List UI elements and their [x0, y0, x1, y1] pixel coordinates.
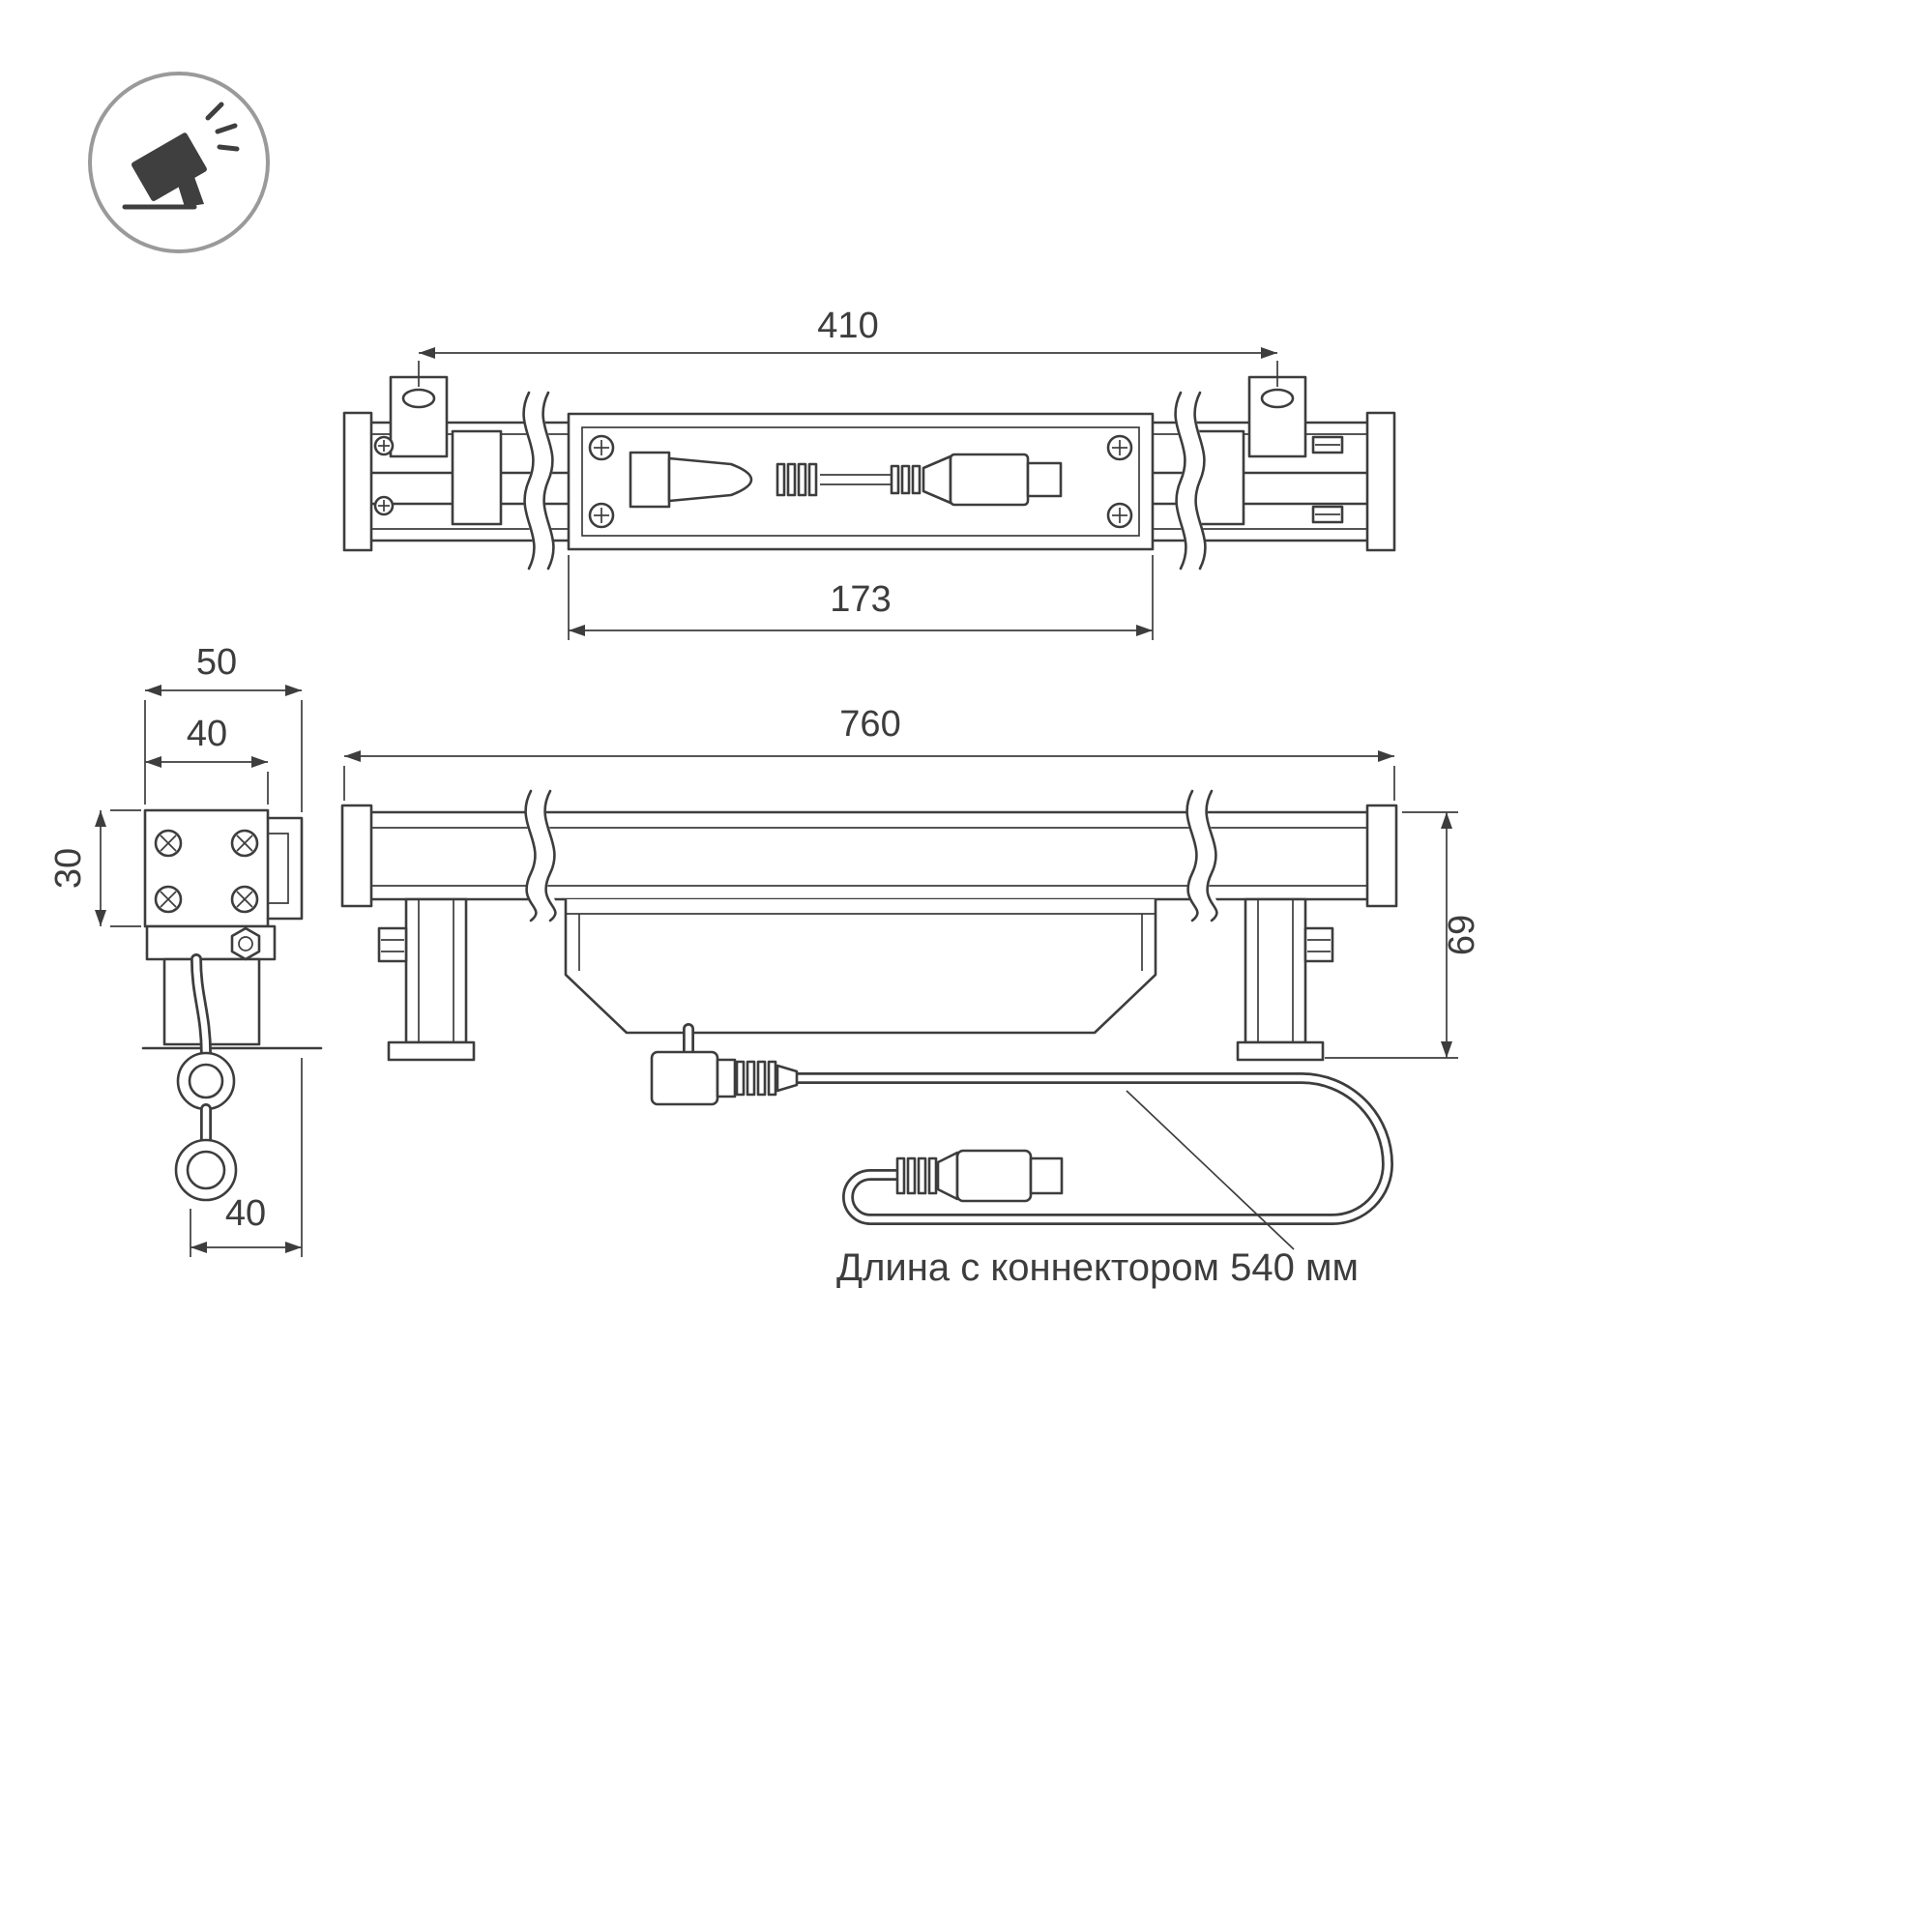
dimension-69-value: 69 [1442, 915, 1482, 955]
dimension-30-value: 30 [48, 848, 89, 889]
dimension-40-bottom: 40 [190, 1058, 303, 1257]
floodlight-stand [177, 177, 204, 207]
screw [1106, 502, 1133, 529]
screw [230, 885, 259, 914]
side-view [141, 808, 323, 1202]
screw [154, 885, 183, 914]
bracket-slot [1260, 388, 1295, 409]
dimension-50-value: 50 [196, 642, 237, 683]
end-cap-right [1365, 804, 1398, 908]
light-ray [217, 144, 240, 152]
dimension-760: 760 [343, 704, 1395, 801]
screw [373, 495, 395, 516]
break-symbol-left [522, 386, 555, 575]
connector-male-front [650, 1050, 799, 1106]
dimension-40-bottom-value: 40 [225, 1193, 266, 1234]
module-body-front [564, 899, 1157, 1035]
end-cap-right [1365, 411, 1396, 552]
mounting-bracket-right-front [1236, 897, 1334, 1062]
dimension-40-top-value: 40 [187, 714, 227, 754]
screw [373, 435, 395, 456]
light-ray [205, 102, 224, 121]
cable-length-annotation: Длина с коннектором 540 мм [836, 1246, 1359, 1289]
top-view [342, 375, 1396, 575]
dimension-40-top: 40 [145, 714, 269, 805]
light-ray [215, 123, 238, 134]
connector-male-top [629, 451, 818, 509]
icon-circle [88, 72, 270, 253]
bolt [1311, 505, 1344, 524]
dimension-69: 69 [1325, 811, 1482, 1059]
screw [154, 829, 183, 858]
side-bracket [141, 924, 323, 1050]
end-cap-left [340, 804, 373, 908]
bolt [1311, 435, 1344, 454]
front-view [340, 783, 1398, 1250]
dimension-50: 50 [144, 642, 303, 812]
bolt [1303, 926, 1334, 963]
break-symbol-right [1186, 783, 1218, 928]
dimension-410-value: 410 [817, 306, 878, 346]
dimension-410: 410 [418, 306, 1278, 387]
side-cable [174, 953, 238, 1202]
cable-assembly [650, 1023, 1394, 1225]
mounting-bracket-left-top [373, 375, 503, 526]
module-body-inner [581, 426, 1140, 537]
end-cap-left [342, 411, 373, 552]
dimension-173: 173 [568, 555, 1154, 640]
dimension-760-value: 760 [839, 704, 900, 745]
connector-female-top [890, 453, 1063, 507]
floodlight-body [131, 132, 207, 201]
screw [588, 434, 615, 461]
leader-line [1126, 1090, 1295, 1250]
dimension-173-value: 173 [830, 579, 891, 620]
dimension-30: 30 [48, 809, 141, 927]
bolt [377, 926, 408, 963]
side-rail-profile [266, 816, 304, 921]
mounting-bracket-left-front [377, 897, 476, 1062]
bracket-foot [387, 1040, 476, 1062]
break-symbol-right [1174, 386, 1207, 575]
screw [1106, 434, 1133, 461]
break-symbol-left [524, 783, 557, 928]
bracket-foot [1236, 1040, 1325, 1062]
screw [588, 502, 615, 529]
bracket-slot [401, 388, 436, 409]
floodlight-icon [88, 72, 270, 253]
screw [230, 829, 259, 858]
rod-clamp [451, 429, 503, 526]
connector-female-front [895, 1149, 1064, 1203]
nut [230, 926, 261, 961]
